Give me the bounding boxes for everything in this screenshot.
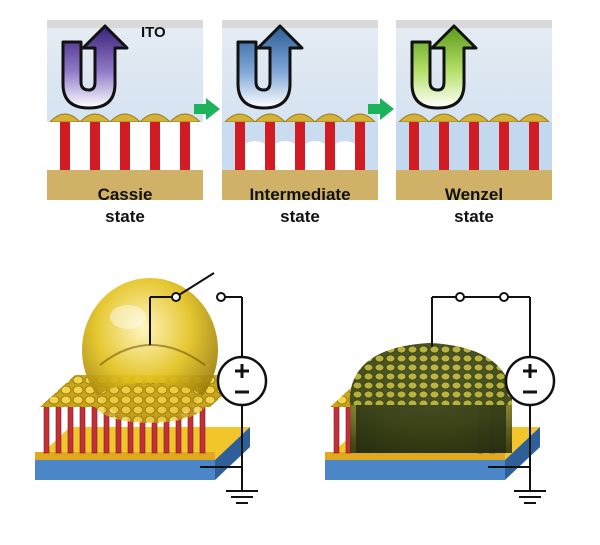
ito-label: ITO xyxy=(141,24,166,41)
cassie-label-line1: Cassie xyxy=(97,185,153,204)
cassie-panel: ITO xyxy=(47,20,203,200)
wenzel-label-line1: Wenzel xyxy=(444,185,504,204)
left-device xyxy=(35,272,268,504)
switch-contact-right xyxy=(499,292,509,302)
transition-arrow-2 xyxy=(368,98,394,120)
intermediate-label: Intermediate state xyxy=(222,184,378,228)
air-pockets xyxy=(245,141,355,170)
intermediate-label-line2: state xyxy=(280,207,320,226)
right-device xyxy=(325,292,556,504)
reflection-arrow-icon xyxy=(61,24,129,110)
pillars xyxy=(60,122,190,170)
surface-caps xyxy=(223,113,377,123)
left-voltage-source-icon xyxy=(216,355,268,407)
right-circuit xyxy=(431,292,546,504)
reflection-arrow-icon xyxy=(236,24,304,110)
switch-contact-left xyxy=(455,292,465,302)
switch-contact-right xyxy=(216,292,226,302)
substrate xyxy=(222,170,378,200)
base-substrate-front xyxy=(325,460,505,480)
substrate xyxy=(47,170,203,200)
open-switch-lever xyxy=(178,272,215,296)
pillars xyxy=(409,122,539,170)
cassie-diagram xyxy=(47,20,203,200)
intermediate-diagram xyxy=(222,20,378,200)
wenzel-panel xyxy=(396,20,552,200)
left-circuit xyxy=(149,272,258,504)
transition-arrow-1 xyxy=(194,98,220,120)
cassie-label-line2: state xyxy=(105,207,145,226)
wenzel-label: Wenzel state xyxy=(396,184,552,228)
surface-caps xyxy=(397,113,551,123)
wenzel-diagram xyxy=(396,20,552,200)
substrate xyxy=(396,170,552,200)
pillars xyxy=(235,122,365,170)
cassie-label: Cassie state xyxy=(47,184,203,228)
base-substrate-front xyxy=(35,460,215,480)
reflection-arrow-icon xyxy=(410,24,478,110)
switch-contact-left xyxy=(171,292,181,302)
intermediate-panel xyxy=(222,20,378,200)
water-droplet xyxy=(82,278,218,422)
right-voltage-source-icon xyxy=(504,355,556,407)
wenzel-label-line2: state xyxy=(454,207,494,226)
surface-caps xyxy=(48,113,202,123)
intermediate-label-line1: Intermediate xyxy=(249,185,351,204)
nanopillars xyxy=(43,404,206,454)
device-illustrations xyxy=(35,272,556,504)
